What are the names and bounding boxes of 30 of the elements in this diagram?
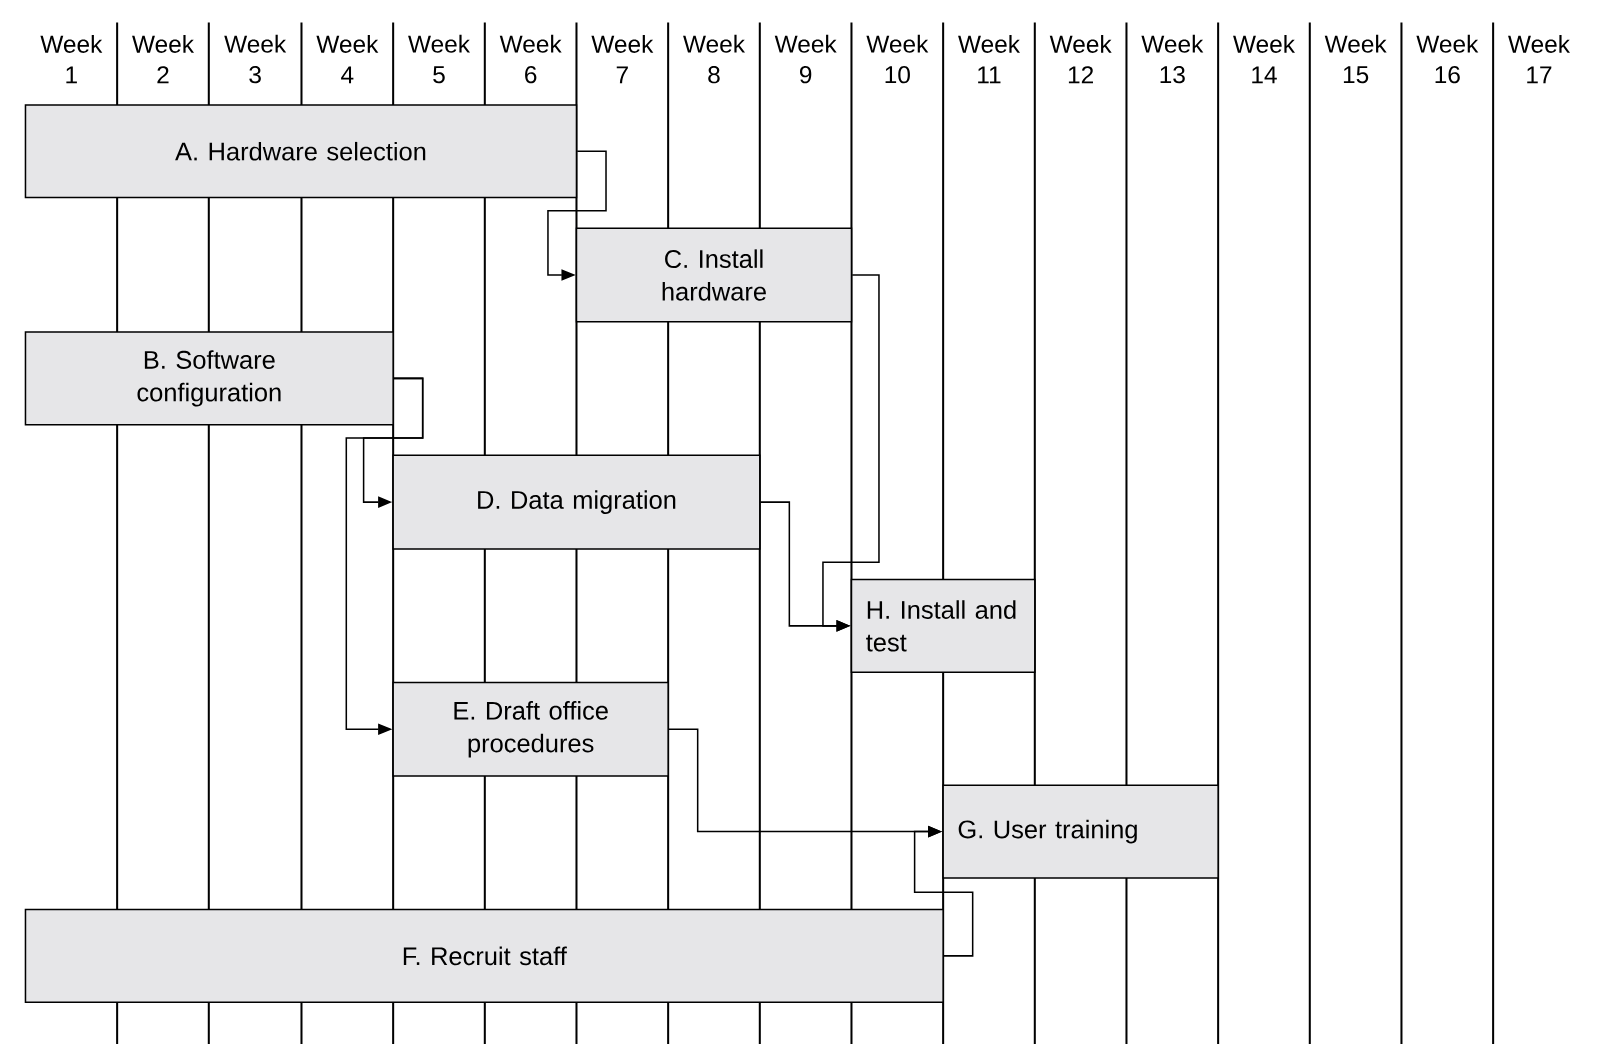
task-bar [24, 331, 394, 426]
week-header: Week 14 [1233, 34, 1295, 84]
week-header: Week 16 [1416, 34, 1479, 84]
task-label: C. Install hardware [662, 249, 766, 301]
week-header: Week 11 [958, 34, 1020, 84]
task-label: B. Software configuration [137, 350, 281, 407]
week-header: Week 7 [591, 34, 654, 84]
arrow [547, 150, 607, 281]
week-header: Week 17 [1508, 34, 1570, 84]
task-bar [392, 681, 669, 777]
week-header: Week 15 [1324, 34, 1387, 84]
task-bar [24, 908, 944, 1003]
task-label: A. Hardware selection [175, 141, 426, 161]
week-header: Week 8 [683, 34, 745, 84]
week-header: Week 13 [1141, 34, 1204, 84]
task-label: E. Draft office procedures [454, 701, 608, 758]
task-bar [850, 578, 1036, 673]
task-bar [575, 227, 853, 323]
task-label: F. Recruit staff [403, 946, 567, 966]
arrow [345, 377, 424, 735]
task-label: D. Data migration [478, 490, 676, 514]
week-header: Week 9 [774, 34, 837, 84]
task-bar [942, 784, 1219, 879]
arrow [913, 825, 974, 957]
task-bar [392, 454, 761, 550]
task-bar [24, 104, 578, 199]
task-label: G. User training [958, 819, 1137, 844]
task-label: H. Install and test [866, 600, 1016, 652]
week-header: Week 12 [1049, 34, 1112, 84]
week-header: Week 10 [866, 34, 929, 84]
